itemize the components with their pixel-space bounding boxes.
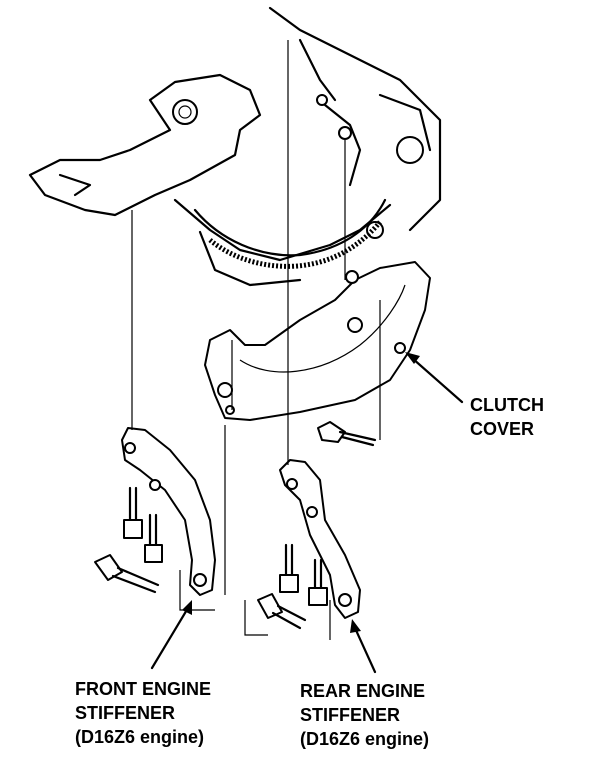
front-engine-stiffener — [121, 427, 216, 596]
rear-engine-stiffener-label: REAR ENGINE STIFFENER (D16Z6 engine) — [300, 679, 429, 751]
rear-stiffener-bolts — [257, 543, 328, 630]
engine-block — [28, 6, 442, 287]
front-stiffener-bolts — [94, 486, 163, 594]
front-engine-stiffener-label: FRONT ENGINE STIFFENER (D16Z6 engine) — [75, 677, 211, 749]
rear-stiffener-label-line-2: STIFFENER — [300, 705, 401, 725]
clutch-cover-bolt — [317, 421, 377, 447]
leader-arrows — [150, 352, 464, 674]
front-stiffener-label-line-1: FRONT ENGINE — [75, 679, 212, 699]
clutch-cover-label-line-1: CLUTCH — [470, 395, 544, 415]
clutch-cover-label-line-2: COVER — [470, 419, 535, 439]
front-stiffener-label-line-2: STIFFENER — [75, 703, 176, 723]
front-stiffener-label-line-3: (D16Z6 engine) — [75, 727, 205, 747]
alignment-lines — [131, 40, 381, 640]
rear-stiffener-label-line-1: REAR ENGINE — [300, 681, 426, 701]
rear-stiffener-label-line-3: (D16Z6 engine) — [300, 729, 430, 749]
clutch-cover-label: CLUTCH COVER — [470, 393, 544, 441]
rear-engine-stiffener — [279, 459, 361, 619]
clutch-cover — [204, 261, 431, 421]
